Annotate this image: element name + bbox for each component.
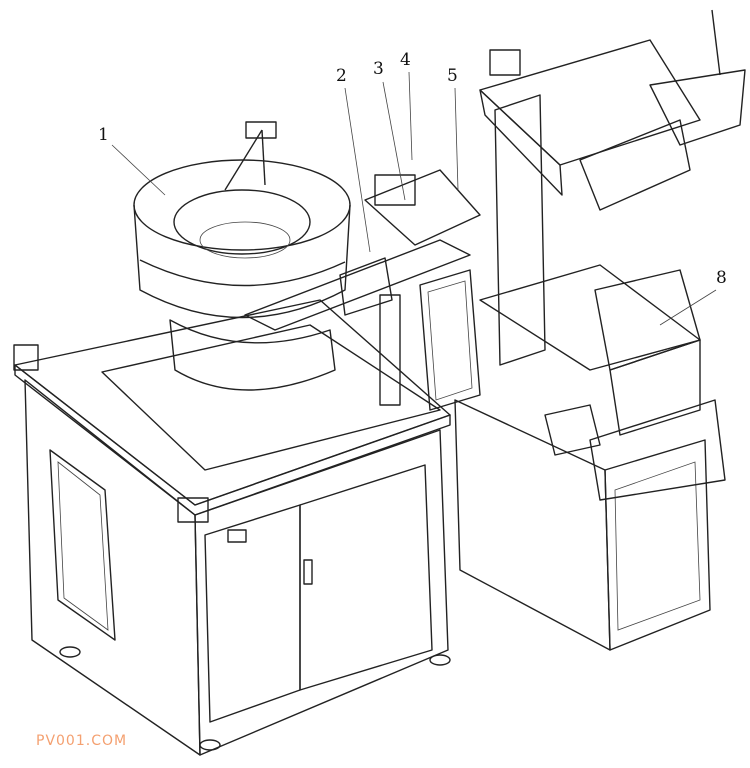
vibratory-bowl — [133, 121, 351, 391]
label-1: 1 — [98, 125, 109, 145]
watermark: PV001.COM — [36, 733, 128, 749]
label-3: 3 — [373, 59, 384, 79]
label-2: 2 — [336, 66, 347, 86]
leader-lines — [111, 71, 717, 326]
feed-track — [244, 169, 481, 411]
label-8: 8 — [716, 268, 727, 288]
left-cabinet — [13, 344, 451, 756]
right-cabinet — [454, 399, 726, 651]
label-5: 5 — [447, 66, 458, 86]
table — [14, 299, 451, 516]
label-4: 4 — [400, 50, 411, 70]
right-machine — [479, 9, 746, 456]
